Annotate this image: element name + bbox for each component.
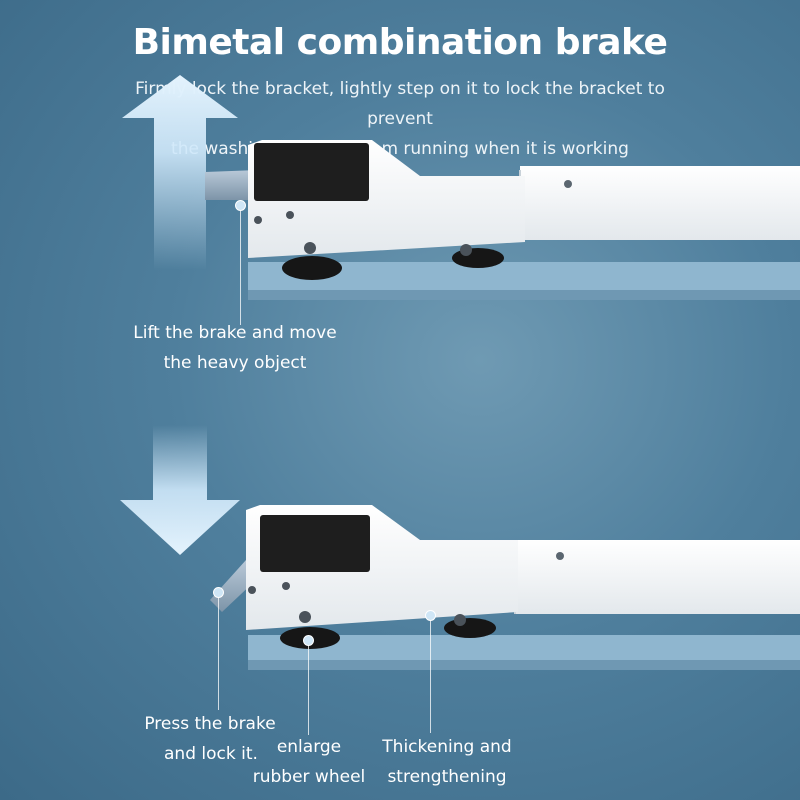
rivet: [254, 216, 262, 224]
rubber-pad: [254, 143, 369, 201]
callout-line-lift: [240, 205, 241, 325]
callout-line-press: [218, 592, 219, 710]
callout-lift-line-2: the heavy object: [163, 353, 307, 373]
page-title: Bimetal combination brake: [132, 22, 668, 63]
top-shelf: [248, 262, 800, 300]
rivet: [454, 614, 466, 626]
callout-thick: Thickening and strengthening: [372, 732, 522, 792]
callout-wheel: enlarge rubber wheel: [248, 732, 370, 792]
callout-line-thick: [430, 615, 431, 733]
callout-line-wheel: [308, 640, 309, 735]
callout-press-line-1: Press the brake: [144, 714, 276, 734]
rivet: [282, 582, 290, 590]
rivet: [564, 180, 572, 188]
bottom-shelf: [248, 635, 800, 670]
callout-wheel-line-2: rubber wheel: [252, 767, 366, 787]
rivet: [304, 242, 316, 254]
callout-press-line-2: and lock it.: [164, 744, 258, 764]
arrow-up-icon: [122, 75, 238, 270]
callout-lift-line-1: Lift the brake and move: [133, 323, 337, 343]
callout-dot-press: [213, 587, 224, 598]
callout-press: Press the brake and lock it.: [130, 709, 290, 769]
arrow-down-icon: [120, 425, 240, 555]
rivet: [460, 244, 472, 256]
rivet: [299, 611, 311, 623]
callout-dot-lift: [235, 200, 246, 211]
subtitle-line-1: Firmly lock the bracket, lightly step on…: [135, 79, 665, 129]
top-bracket: [205, 140, 800, 280]
callout-dot-wheel: [303, 635, 314, 646]
brake-pedal: [205, 170, 258, 200]
rivet: [286, 211, 294, 219]
callout-wheel-line-1: enlarge: [276, 737, 342, 757]
bottom-bracket: [210, 505, 800, 649]
wheel: [444, 618, 496, 638]
callout-thick-line-1: Thickening and: [382, 737, 512, 757]
wheel: [282, 256, 342, 280]
callout-thick-line-2: strengthening: [387, 767, 507, 787]
rivet: [556, 552, 564, 560]
rubber-pad: [260, 515, 370, 572]
subtitle: Firmly lock the bracket, lightly step on…: [100, 74, 700, 164]
callout-lift: Lift the brake and move the heavy object: [120, 318, 350, 378]
rivet: [248, 586, 256, 594]
wheel: [452, 248, 504, 268]
callout-dot-thick: [425, 610, 436, 621]
